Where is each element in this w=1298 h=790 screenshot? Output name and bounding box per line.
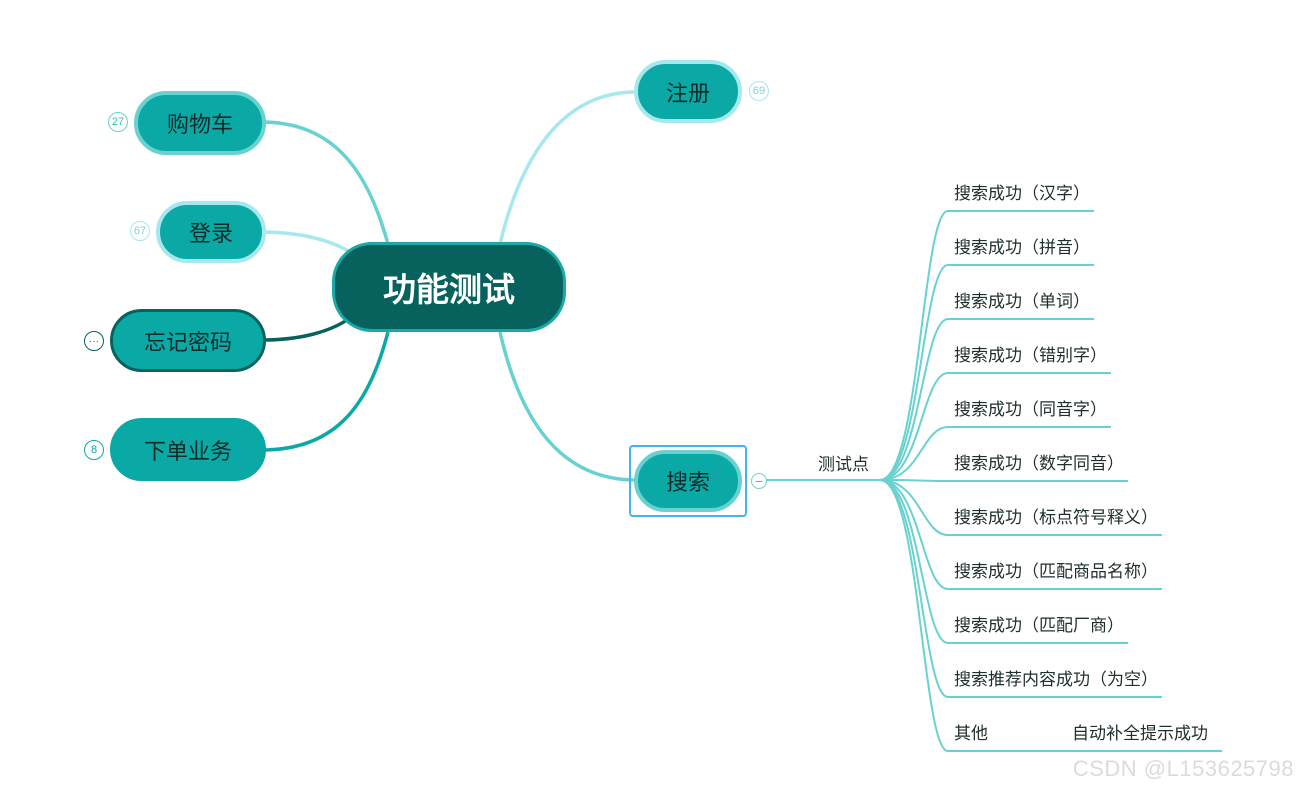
leaf-connector [879,479,949,590]
search-leaf[interactable]: 搜索成功（同音字） [954,400,1107,420]
search-leaf[interactable]: 搜索成功（单词） [954,292,1090,312]
leaf-connector [879,210,949,481]
root-node[interactable]: 功能测试 [332,242,566,332]
leaf-connector [879,426,949,481]
leaf-connector [879,264,949,481]
badge-login[interactable]: 67 [130,221,150,241]
badge-cart[interactable]: 27 [108,112,128,132]
search-leaf-other-child[interactable]: 自动补全提示成功 [1072,724,1208,744]
search-sub-label[interactable]: 测试点 [818,455,869,475]
leaf-connector [879,479,949,698]
connector-search [498,331,637,482]
branch-forgot-password[interactable]: 忘记密码 [110,309,266,372]
branch-search-label: 搜索 [665,471,710,496]
connector-cart [261,120,390,245]
badge-forgot[interactable]: ··· [84,331,104,351]
badge-register[interactable]: 69 [749,81,769,101]
branch-register[interactable]: 注册 [634,60,742,123]
connector-order [261,331,390,452]
branch-search[interactable]: 搜索 [634,450,742,512]
branch-cart-label: 购物车 [166,113,233,138]
search-leaf[interactable]: 搜索推荐内容成功（为空） [954,670,1158,690]
leaf-connector [879,479,949,752]
branch-order[interactable]: 下单业务 [110,418,266,481]
search-leaf[interactable]: 搜索成功（拼音） [954,238,1090,258]
search-leaf[interactable]: 搜索成功（数字同音） [954,454,1124,474]
branch-login-label: 登录 [188,222,233,247]
badge-order[interactable]: 8 [84,440,104,460]
leaf-connector [879,318,949,481]
search-leaf[interactable]: 搜索成功（汉字） [954,184,1090,204]
connector-login [261,230,351,254]
search-leaf[interactable]: 搜索成功（匹配厂商） [954,616,1124,636]
branch-forgot-label: 忘记密码 [143,330,232,356]
leaf-connectors [879,210,1222,752]
branch-login[interactable]: 登录 [156,201,266,263]
watermark: CSDN @L153625798 [1072,756,1294,781]
root-label: 功能测试 [383,270,515,309]
branch-order-label: 下单业务 [143,439,232,465]
search-leaf[interactable]: 搜索成功（匹配商品名称） [954,562,1158,582]
selection-box [629,445,747,517]
collapse-search-icon[interactable]: − [751,473,767,489]
connector-register [498,90,637,245]
leaf-connector [879,479,949,536]
leaf-connector [879,372,949,481]
search-leaf[interactable]: 其他 [954,724,988,744]
branch-cart[interactable]: 购物车 [134,91,266,155]
search-leaf[interactable]: 搜索成功（标点符号释义） [954,508,1158,528]
leaf-connector [879,479,949,644]
connector-forgot [261,316,352,342]
search-leaf[interactable]: 搜索成功（错别字） [954,346,1107,366]
leaf-connector [879,479,949,482]
branch-register-label: 注册 [665,81,710,107]
